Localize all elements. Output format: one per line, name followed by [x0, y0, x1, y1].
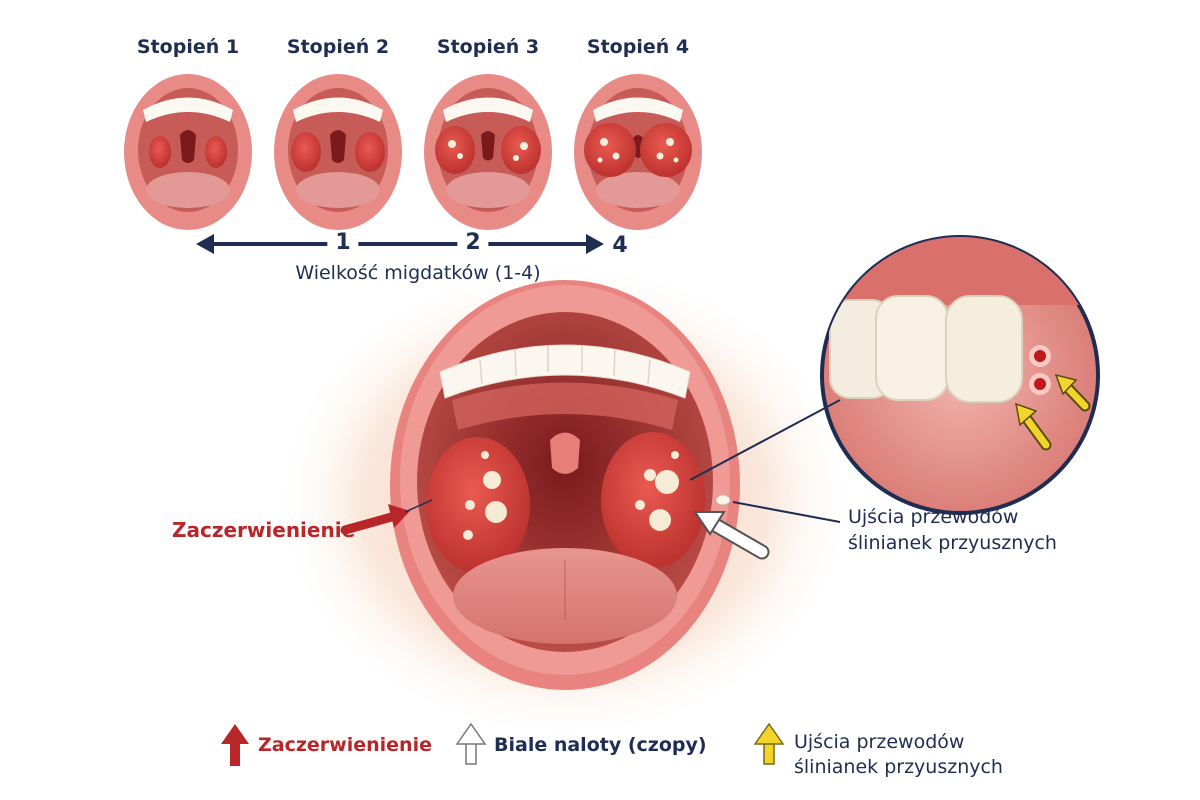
tonsil-stage-3-right [501, 126, 541, 174]
legend-white-plaques: Biale naloty (czopy) [494, 734, 707, 756]
legend-ducts-line2: ślinianek przyusznych [794, 756, 1003, 778]
stage-label-1: Stopień 1 [136, 36, 240, 58]
large-mouth [275, 260, 855, 740]
tonsil-stage-2-left [291, 132, 321, 172]
inset-yellow-arrow-1 [1015, 402, 1052, 451]
legend-ducts: Ujścia przewodów ślinianek przyusznych [794, 730, 1003, 780]
callout-redness: Zaczerwienienie [172, 518, 356, 542]
stage-label-3: Stopień 3 [436, 36, 540, 58]
legend-redness: Zaczerwienienie [258, 734, 432, 756]
stage-mouth-4 [574, 74, 702, 230]
white-plaques [463, 451, 679, 540]
legend-ducts-line1: Ujścia przewodów [794, 731, 965, 753]
tonsil-stage-4-left [584, 123, 636, 177]
inset-yellow-arrow-2 [1054, 373, 1091, 412]
left-tonsil [426, 437, 530, 573]
stage-label-2: Stopień 2 [286, 36, 390, 58]
arrow-up-white-icon [455, 722, 487, 765]
scale-number-2: 2 [457, 230, 489, 255]
callout-ducts-line1: Ujścia przewodów [848, 506, 1019, 528]
stage-mouth-2 [274, 74, 402, 230]
white-plaque-arrow [693, 511, 770, 560]
stage-label-4: Stopień 4 [586, 36, 690, 58]
redness-arrow [340, 499, 433, 535]
stage-mouth-1 [124, 74, 252, 230]
tonsil-stage-2-right [355, 132, 385, 172]
callout-ducts-line2: ślinianek przyusznych [848, 532, 1057, 554]
tonsil-stage-1-right [205, 136, 227, 168]
duct-leader [715, 494, 841, 523]
callout-ducts: Ujścia przewodów ślinianek przyusznych [848, 504, 1057, 556]
stage-mouth-3 [424, 74, 552, 230]
size-scale-arrow [196, 234, 604, 254]
inset-connector-line [689, 399, 841, 481]
right-tonsil [601, 432, 705, 568]
arrow-up-yellow-icon [753, 722, 785, 765]
tonsil-stage-1-left [149, 136, 171, 168]
scale-number-1: 1 [327, 230, 359, 255]
tonsil-stage-4-right [640, 123, 692, 177]
scale-number-4: 4 [612, 233, 628, 258]
arrow-up-red-icon [221, 724, 249, 766]
scale-caption: Wielkość migdatków (1-4) [295, 262, 541, 284]
tonsil-stage-3-left [435, 126, 475, 174]
inset-zoom [820, 235, 1100, 515]
